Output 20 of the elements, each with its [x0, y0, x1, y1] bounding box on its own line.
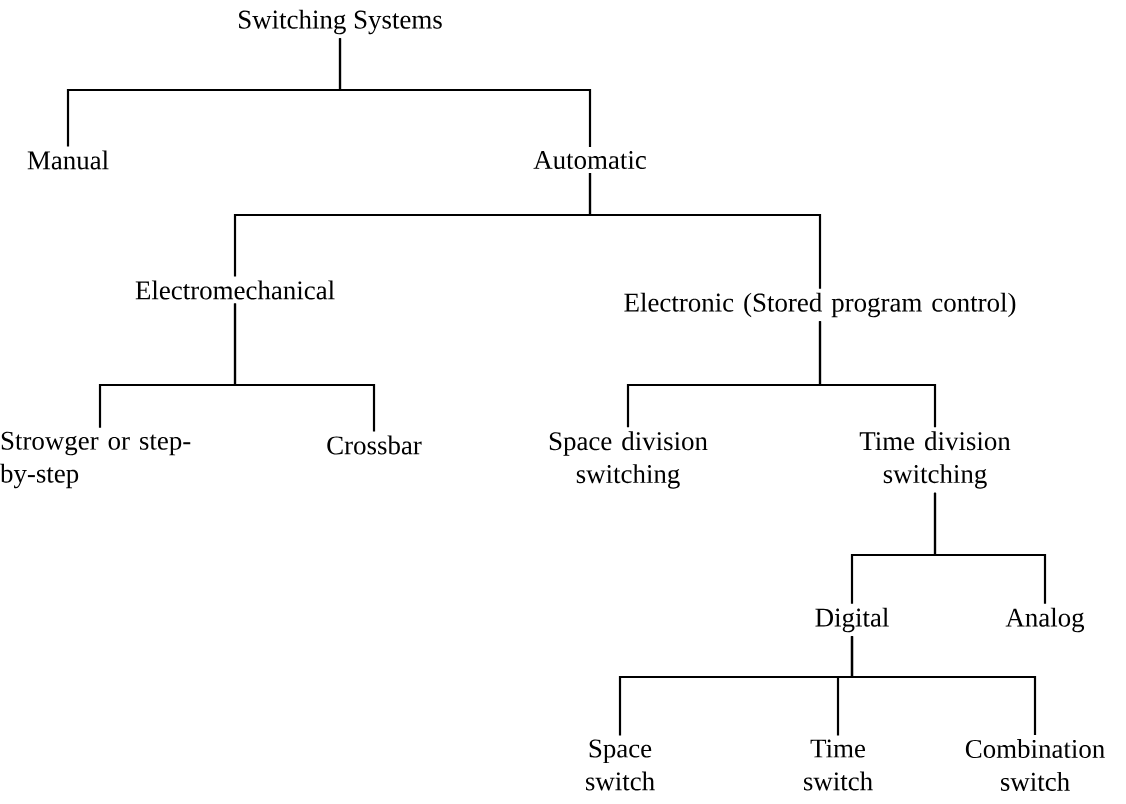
- node-label: Crossbar: [327, 435, 422, 455]
- node-label: Electronic (Stored program control): [624, 292, 1016, 318]
- node-label: Manual: [27, 150, 109, 170]
- node-label: Space division switching: [549, 431, 708, 489]
- tree-connector: [818, 321, 937, 428]
- tree-connector: [588, 173, 822, 289]
- node-label: Combination switch: [965, 739, 1105, 791]
- node-label: Electromechanical: [135, 280, 335, 300]
- tree-connector: [933, 492, 1047, 604]
- node-label: Digital: [815, 607, 889, 633]
- node-label: Switching Systems: [239, 9, 442, 35]
- tree-connector: [850, 636, 1037, 735]
- node-label: Analog: [1005, 607, 1085, 633]
- node-label: Time division switching: [859, 431, 1011, 489]
- node-label: Automatic: [533, 150, 646, 170]
- node-label: Time switch: [804, 739, 873, 791]
- tree-connector: [233, 303, 376, 432]
- tree-connector: [338, 38, 592, 147]
- node-label: Space switch: [586, 739, 655, 791]
- node-label: Strowger or step-by-step: [0, 431, 191, 489]
